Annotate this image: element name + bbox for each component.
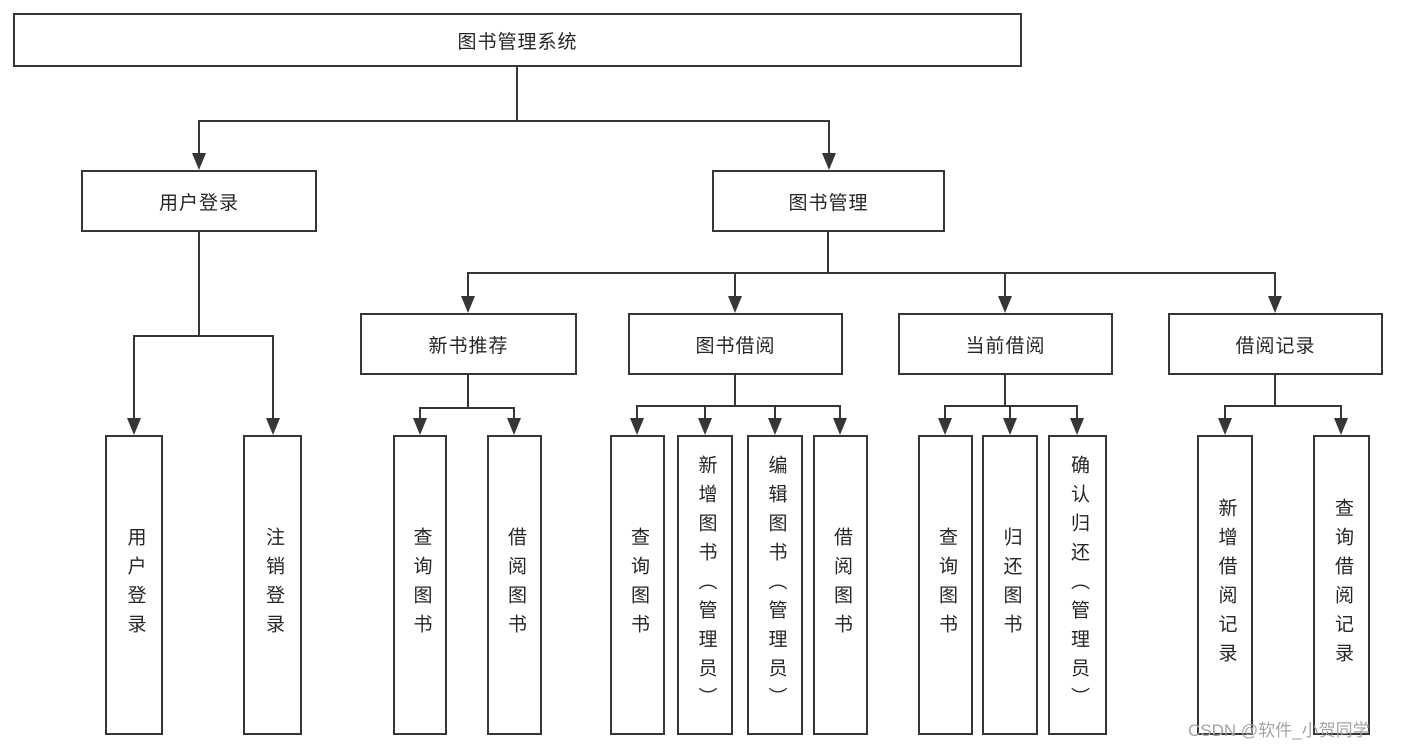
leaf-query-books-current: 查询图书: [918, 435, 973, 735]
arrow-down-icon: [461, 296, 475, 313]
connector-bookmgmt-bar: [467, 272, 1276, 274]
leaf-add-books-admin: 新增图书（管理员）: [677, 435, 733, 735]
arrow-down-icon: [1268, 296, 1282, 313]
connector-drop: [1224, 405, 1226, 418]
connector-drop-book-management: [828, 120, 830, 153]
node-borrow-records: 借阅记录: [1168, 313, 1383, 375]
leaf-borrow-books-recommend: 借阅图书: [487, 435, 542, 735]
node-new-book-recommend: 新书推荐: [360, 313, 577, 375]
connector-drop: [133, 335, 135, 418]
node-book-borrow: 图书借阅: [628, 313, 843, 375]
arrow-down-icon: [413, 418, 427, 435]
node-label: 借阅图书: [504, 527, 526, 643]
leaf-logout: 注销登录: [243, 435, 302, 735]
connector-root-stem: [516, 67, 518, 120]
node-book-management: 图书管理: [712, 170, 945, 232]
connector-stem: [1004, 375, 1006, 405]
arrow-down-icon: [998, 296, 1012, 313]
node-label: 借阅记录: [1235, 335, 1316, 357]
connector-bar: [419, 407, 515, 409]
arrow-down-icon: [266, 418, 280, 435]
arrow-down-icon: [630, 418, 644, 435]
node-user-login: 用户登录: [81, 170, 317, 232]
node-label: 查询图书: [627, 527, 649, 643]
node-label: 借阅图书: [830, 527, 852, 643]
leaf-borrow-books: 借阅图书: [813, 435, 868, 735]
leaf-edit-books-admin: 编辑图书（管理员）: [747, 435, 803, 735]
connector-drop: [1076, 405, 1078, 418]
leaf-confirm-return-admin: 确认归还（管理员）: [1048, 435, 1107, 735]
connector-bar: [944, 405, 1078, 407]
leaf-query-borrow-record: 查询借阅记录: [1313, 435, 1370, 735]
arrow-down-icon: [1334, 418, 1348, 435]
arrow-down-icon: [822, 153, 836, 170]
arrow-down-icon: [127, 418, 141, 435]
arrow-down-icon: [1070, 418, 1084, 435]
arrow-down-icon: [507, 418, 521, 435]
arrow-down-icon: [192, 153, 206, 170]
connector-drop: [1274, 272, 1276, 296]
arrow-down-icon: [728, 296, 742, 313]
connector-drop: [704, 405, 706, 418]
node-label: 新增图书（管理员）: [695, 454, 717, 716]
node-library-management-system: 图书管理系统: [13, 13, 1022, 67]
node-label: 查询图书: [935, 527, 957, 643]
arrow-down-icon: [833, 418, 847, 435]
node-label: 注销登录: [262, 527, 284, 643]
connector-drop: [944, 405, 946, 418]
connector-bookmgmt-stem: [827, 232, 829, 272]
connector-stem: [467, 375, 469, 407]
csdn-watermark: CSDN @软件_小贺同学: [1188, 721, 1370, 740]
connector-drop-user-login: [198, 120, 200, 153]
connector-bar: [1224, 405, 1342, 407]
connector-stem: [1274, 375, 1276, 405]
node-label: 新增借阅记录: [1215, 498, 1237, 672]
node-label: 图书管理系统: [457, 31, 578, 53]
node-label: 用户登录: [124, 527, 146, 643]
node-current-borrow: 当前借阅: [898, 313, 1113, 375]
node-label: 图书借阅: [695, 335, 776, 357]
node-label: 新书推荐: [428, 335, 509, 357]
leaf-query-books-recommend: 查询图书: [393, 435, 447, 735]
connector-drop: [734, 272, 736, 296]
node-label: 归还图书: [1000, 527, 1022, 643]
connector-drop: [774, 405, 776, 418]
leaf-user-login: 用户登录: [105, 435, 163, 735]
arrow-down-icon: [698, 418, 712, 435]
connector-drop: [636, 405, 638, 418]
node-label: 当前借阅: [965, 335, 1046, 357]
connector-drop: [839, 405, 841, 418]
connector-drop: [1004, 272, 1006, 296]
arrow-down-icon: [1218, 418, 1232, 435]
connector-root-bar: [198, 120, 830, 122]
arrow-down-icon: [938, 418, 952, 435]
connector-drop: [513, 407, 515, 418]
node-label: 确认归还（管理员）: [1067, 454, 1089, 716]
connector-drop: [272, 335, 274, 418]
node-label: 用户登录: [158, 192, 239, 214]
connector-stem: [734, 375, 736, 405]
connector-drop: [1009, 405, 1011, 418]
connector-drop: [1340, 405, 1342, 418]
node-label: 查询借阅记录: [1331, 498, 1353, 672]
connector-userlogin-bar: [133, 335, 273, 337]
connector-bar: [636, 405, 841, 407]
node-label: 查询图书: [410, 527, 432, 643]
leaf-return-books: 归还图书: [982, 435, 1038, 735]
connector-drop: [419, 407, 421, 418]
leaf-add-borrow-record: 新增借阅记录: [1197, 435, 1253, 735]
arrow-down-icon: [768, 418, 782, 435]
arrow-down-icon: [1003, 418, 1017, 435]
node-label: 图书管理: [788, 192, 869, 214]
connector-userlogin-stem: [198, 232, 200, 335]
leaf-query-books-borrow: 查询图书: [610, 435, 665, 735]
connector-drop: [467, 272, 469, 296]
node-label: 编辑图书（管理员）: [765, 454, 787, 716]
